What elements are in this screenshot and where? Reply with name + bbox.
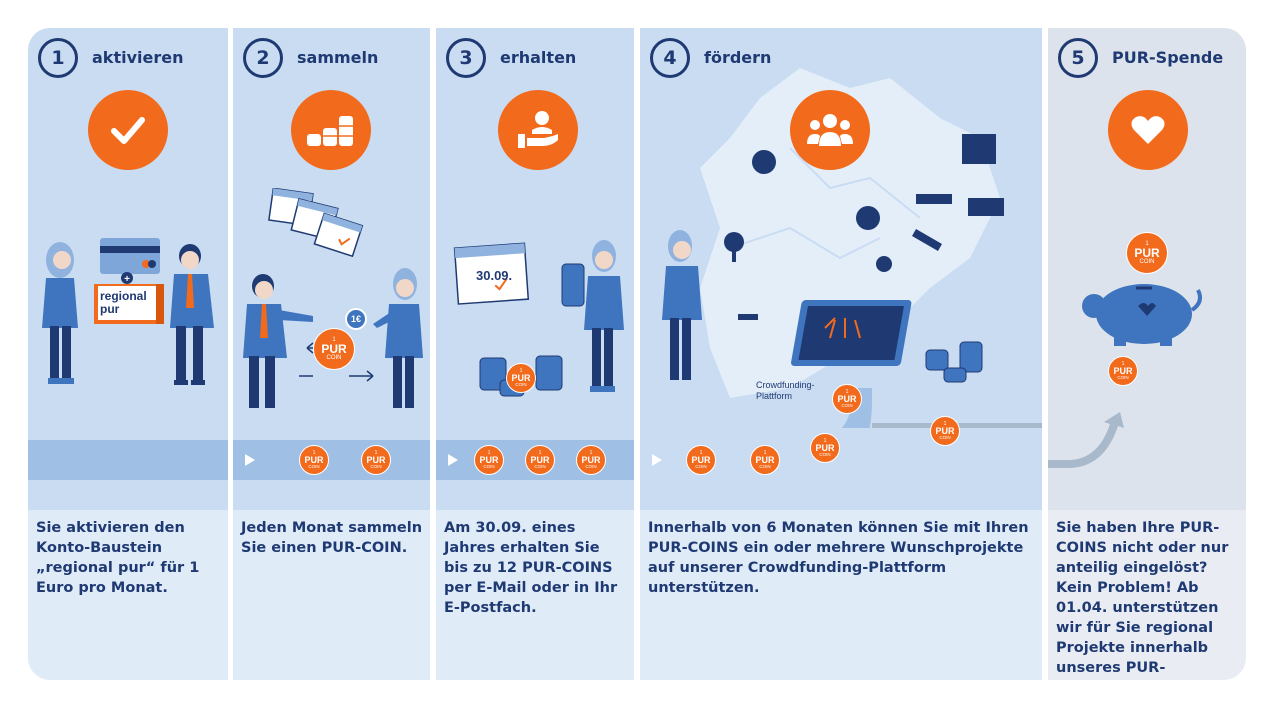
step-number: 2	[243, 38, 283, 78]
platform-label: Crowdfunding- Plattform	[756, 380, 815, 401]
step-number: 3	[446, 38, 486, 78]
checkmark-icon	[88, 90, 168, 170]
process-infographic: 1 aktivieren +	[28, 28, 1246, 680]
step-description: Sie haben Ihre PUR-COINS nicht oder nur …	[1056, 520, 1229, 676]
play-icon	[652, 454, 662, 466]
step-description: Jeden Monat sammeln Sie einen PUR-COIN.	[241, 520, 423, 556]
svg-text:+: +	[124, 274, 130, 285]
step-number: 4	[650, 38, 690, 78]
hand-person-icon	[498, 90, 578, 170]
step-title: erhalten	[500, 48, 577, 67]
step-description: Innerhalb von 6 Monaten können Sie mit I…	[648, 520, 1029, 596]
step-description: Am 30.09. eines Jahres erhalten Sie bis …	[444, 520, 618, 616]
activation-illustration: +	[42, 238, 214, 385]
belt	[28, 440, 228, 480]
price-badge: 1€	[345, 308, 367, 330]
piggy-bank-illustration	[1048, 284, 1202, 468]
step-title: fördern	[704, 48, 772, 67]
belt	[233, 440, 430, 480]
group-icon	[790, 90, 870, 170]
receiving-illustration	[453, 240, 624, 397]
step-1-panel: 1 aktivieren +	[28, 28, 228, 680]
step-title: PUR-Spende	[1112, 48, 1224, 67]
collecting-illustration	[243, 188, 423, 408]
step-description: Sie aktivieren den Konto-Baustein „regio…	[36, 520, 200, 596]
step-title: sammeln	[297, 48, 379, 67]
step-title: aktivieren	[92, 48, 184, 67]
heart-icon	[1108, 90, 1188, 170]
product-box-label: regional pur	[100, 289, 147, 316]
region-map	[662, 68, 1042, 428]
play-icon	[448, 454, 458, 466]
step-number: 1	[38, 38, 78, 78]
play-icon	[245, 454, 255, 466]
coin-stacks-icon	[291, 90, 371, 170]
calendar-date: 30.09.	[476, 268, 513, 283]
step-number: 5	[1058, 38, 1098, 78]
